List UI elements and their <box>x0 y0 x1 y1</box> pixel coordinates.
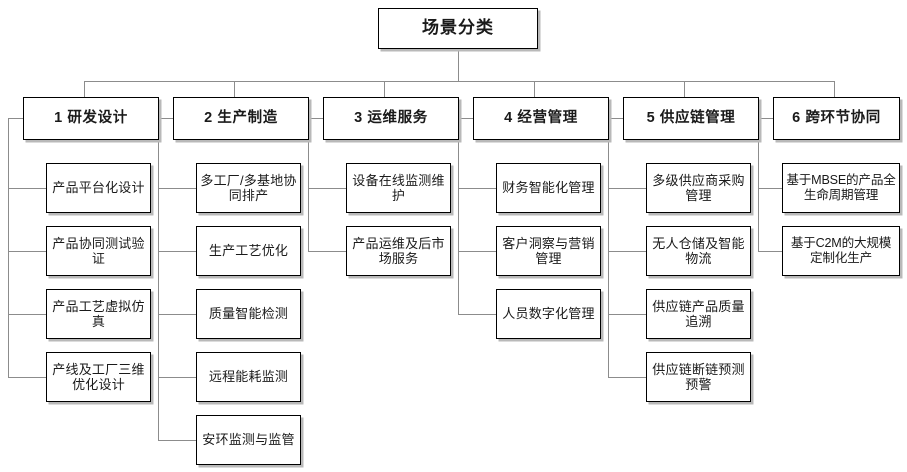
leaf-node-5-3-label: 供应链产品质量追溯 <box>652 298 745 329</box>
leaf-node-4-2-label: 客户洞察与营销管理 <box>502 235 595 266</box>
leaf-node-4-3[interactable]: 人员数字化管理 <box>496 289 601 339</box>
connector-stub-cat-4-header <box>458 118 473 119</box>
connector-drop-cat-2 <box>234 81 235 97</box>
connector-root-stem <box>458 48 459 81</box>
leaf-node-2-5[interactable]: 安环监测与监管 <box>196 415 301 465</box>
leaf-node-2-1-label: 多工厂/多基地协同排产 <box>200 172 297 203</box>
category-header-1-label: 1 研发设计 <box>54 109 128 126</box>
category-header-5-label: 5 供应链管理 <box>646 109 736 126</box>
connector-spine-cat-3 <box>308 118 309 252</box>
connector-stub-cat-3-header <box>308 118 323 119</box>
leaf-node-1-4[interactable]: 产线及工厂三维优化设计 <box>46 352 151 402</box>
connector-stub-1-1 <box>8 188 46 189</box>
connector-drop-cat-3 <box>384 81 385 97</box>
leaf-node-5-2-label: 无人仓储及智能物流 <box>652 235 745 266</box>
leaf-node-5-3[interactable]: 供应链产品质量追溯 <box>646 289 751 339</box>
connector-stub-6-1 <box>758 188 782 189</box>
leaf-node-3-1[interactable]: 设备在线监测维护 <box>346 163 451 213</box>
leaf-node-5-4-label: 供应链断链预测预警 <box>652 361 745 392</box>
connector-stub-6-2 <box>758 251 782 252</box>
connector-stub-3-2 <box>308 251 346 252</box>
connector-stub-cat-2-header <box>158 118 173 119</box>
leaf-node-2-4-label: 远程能耗监测 <box>208 369 289 385</box>
leaf-node-1-1[interactable]: 产品平台化设计 <box>46 163 151 213</box>
category-header-6[interactable]: 6 跨环节协同 <box>773 97 900 140</box>
connector-stub-5-2 <box>608 251 646 252</box>
leaf-node-5-2[interactable]: 无人仓储及智能物流 <box>646 226 751 276</box>
connector-spine-cat-1 <box>8 118 9 378</box>
leaf-node-4-1[interactable]: 财务智能化管理 <box>496 163 601 213</box>
leaf-node-2-3-label: 质量智能检测 <box>208 306 289 322</box>
leaf-node-2-2-label: 生产工艺优化 <box>208 243 289 259</box>
connector-stub-4-1 <box>458 188 496 189</box>
leaf-node-6-1[interactable]: 基于MBSE的产品全生命周期管理 <box>782 163 900 213</box>
category-header-3-label: 3 运维服务 <box>354 109 428 126</box>
connector-stub-2-4 <box>158 377 196 378</box>
category-header-6-label: 6 跨环节协同 <box>792 109 881 126</box>
leaf-node-2-5-label: 安环监测与监管 <box>202 432 295 448</box>
leaf-node-5-1-label: 多级供应商采购管理 <box>652 172 745 203</box>
category-header-2-label: 2 生产制造 <box>204 109 278 126</box>
leaf-node-6-1-label: 基于MBSE的产品全生命周期管理 <box>786 173 896 202</box>
leaf-node-1-2-label: 产品协同测试验证 <box>52 235 145 266</box>
connector-stub-4-3 <box>458 314 496 315</box>
connector-drop-cat-4 <box>534 81 535 97</box>
connector-stub-cat-6-header <box>758 118 773 119</box>
connector-stub-cat-1-header <box>8 118 23 119</box>
leaf-node-3-2-label: 产品运维及后市场服务 <box>352 235 445 266</box>
connector-stub-cat-5-header <box>608 118 623 119</box>
leaf-node-5-4[interactable]: 供应链断链预测预警 <box>646 352 751 402</box>
leaf-node-3-2[interactable]: 产品运维及后市场服务 <box>346 226 451 276</box>
leaf-node-1-3[interactable]: 产品工艺虚拟仿真 <box>46 289 151 339</box>
category-header-3[interactable]: 3 运维服务 <box>323 97 459 140</box>
leaf-node-4-1-label: 财务智能化管理 <box>502 180 595 196</box>
leaf-node-6-2[interactable]: 基于C2M的大规模定制化生产 <box>782 226 900 276</box>
connector-stub-1-2 <box>8 251 46 252</box>
category-header-4[interactable]: 4 经营管理 <box>473 97 609 140</box>
leaf-node-4-3-label: 人员数字化管理 <box>502 306 595 322</box>
connector-stub-2-5 <box>158 440 196 441</box>
leaf-node-2-3[interactable]: 质量智能检测 <box>196 289 301 339</box>
connector-stub-4-2 <box>458 251 496 252</box>
connector-drop-cat-1 <box>84 81 85 97</box>
connector-spine-cat-6 <box>758 118 759 252</box>
leaf-node-2-2[interactable]: 生产工艺优化 <box>196 226 301 276</box>
connector-stub-1-3 <box>8 314 46 315</box>
connector-spine-cat-5 <box>608 118 609 378</box>
connector-stub-5-4 <box>608 377 646 378</box>
leaf-node-1-3-label: 产品工艺虚拟仿真 <box>52 298 145 329</box>
connector-spine-cat-4 <box>458 118 459 315</box>
leaf-node-1-2[interactable]: 产品协同测试验证 <box>46 226 151 276</box>
connector-stub-3-1 <box>308 188 346 189</box>
connector-stub-5-1 <box>608 188 646 189</box>
connector-drop-cat-6 <box>834 81 835 97</box>
category-header-2[interactable]: 2 生产制造 <box>173 97 309 140</box>
leaf-node-5-1[interactable]: 多级供应商采购管理 <box>646 163 751 213</box>
category-header-1[interactable]: 1 研发设计 <box>23 97 159 140</box>
root-node[interactable]: 场景分类 <box>378 8 538 49</box>
leaf-node-1-1-label: 产品平台化设计 <box>52 180 145 196</box>
leaf-node-1-4-label: 产线及工厂三维优化设计 <box>52 361 145 392</box>
leaf-node-4-2[interactable]: 客户洞察与营销管理 <box>496 226 601 276</box>
connector-spine-cat-2 <box>158 118 159 441</box>
connector-stub-2-3 <box>158 314 196 315</box>
connector-drop-cat-5 <box>684 81 685 97</box>
leaf-node-2-1[interactable]: 多工厂/多基地协同排产 <box>196 163 301 213</box>
leaf-node-2-4[interactable]: 远程能耗监测 <box>196 352 301 402</box>
category-header-5[interactable]: 5 供应链管理 <box>623 97 759 140</box>
leaf-node-6-2-label: 基于C2M的大规模定制化生产 <box>790 236 892 265</box>
category-header-4-label: 4 经营管理 <box>504 109 578 126</box>
connector-stub-5-3 <box>608 314 646 315</box>
connector-root-bus <box>84 81 834 82</box>
root-node-label: 场景分类 <box>422 18 494 38</box>
connector-stub-1-4 <box>8 377 46 378</box>
connector-stub-2-1 <box>158 188 196 189</box>
leaf-node-3-1-label: 设备在线监测维护 <box>352 172 445 203</box>
connector-stub-2-2 <box>158 251 196 252</box>
